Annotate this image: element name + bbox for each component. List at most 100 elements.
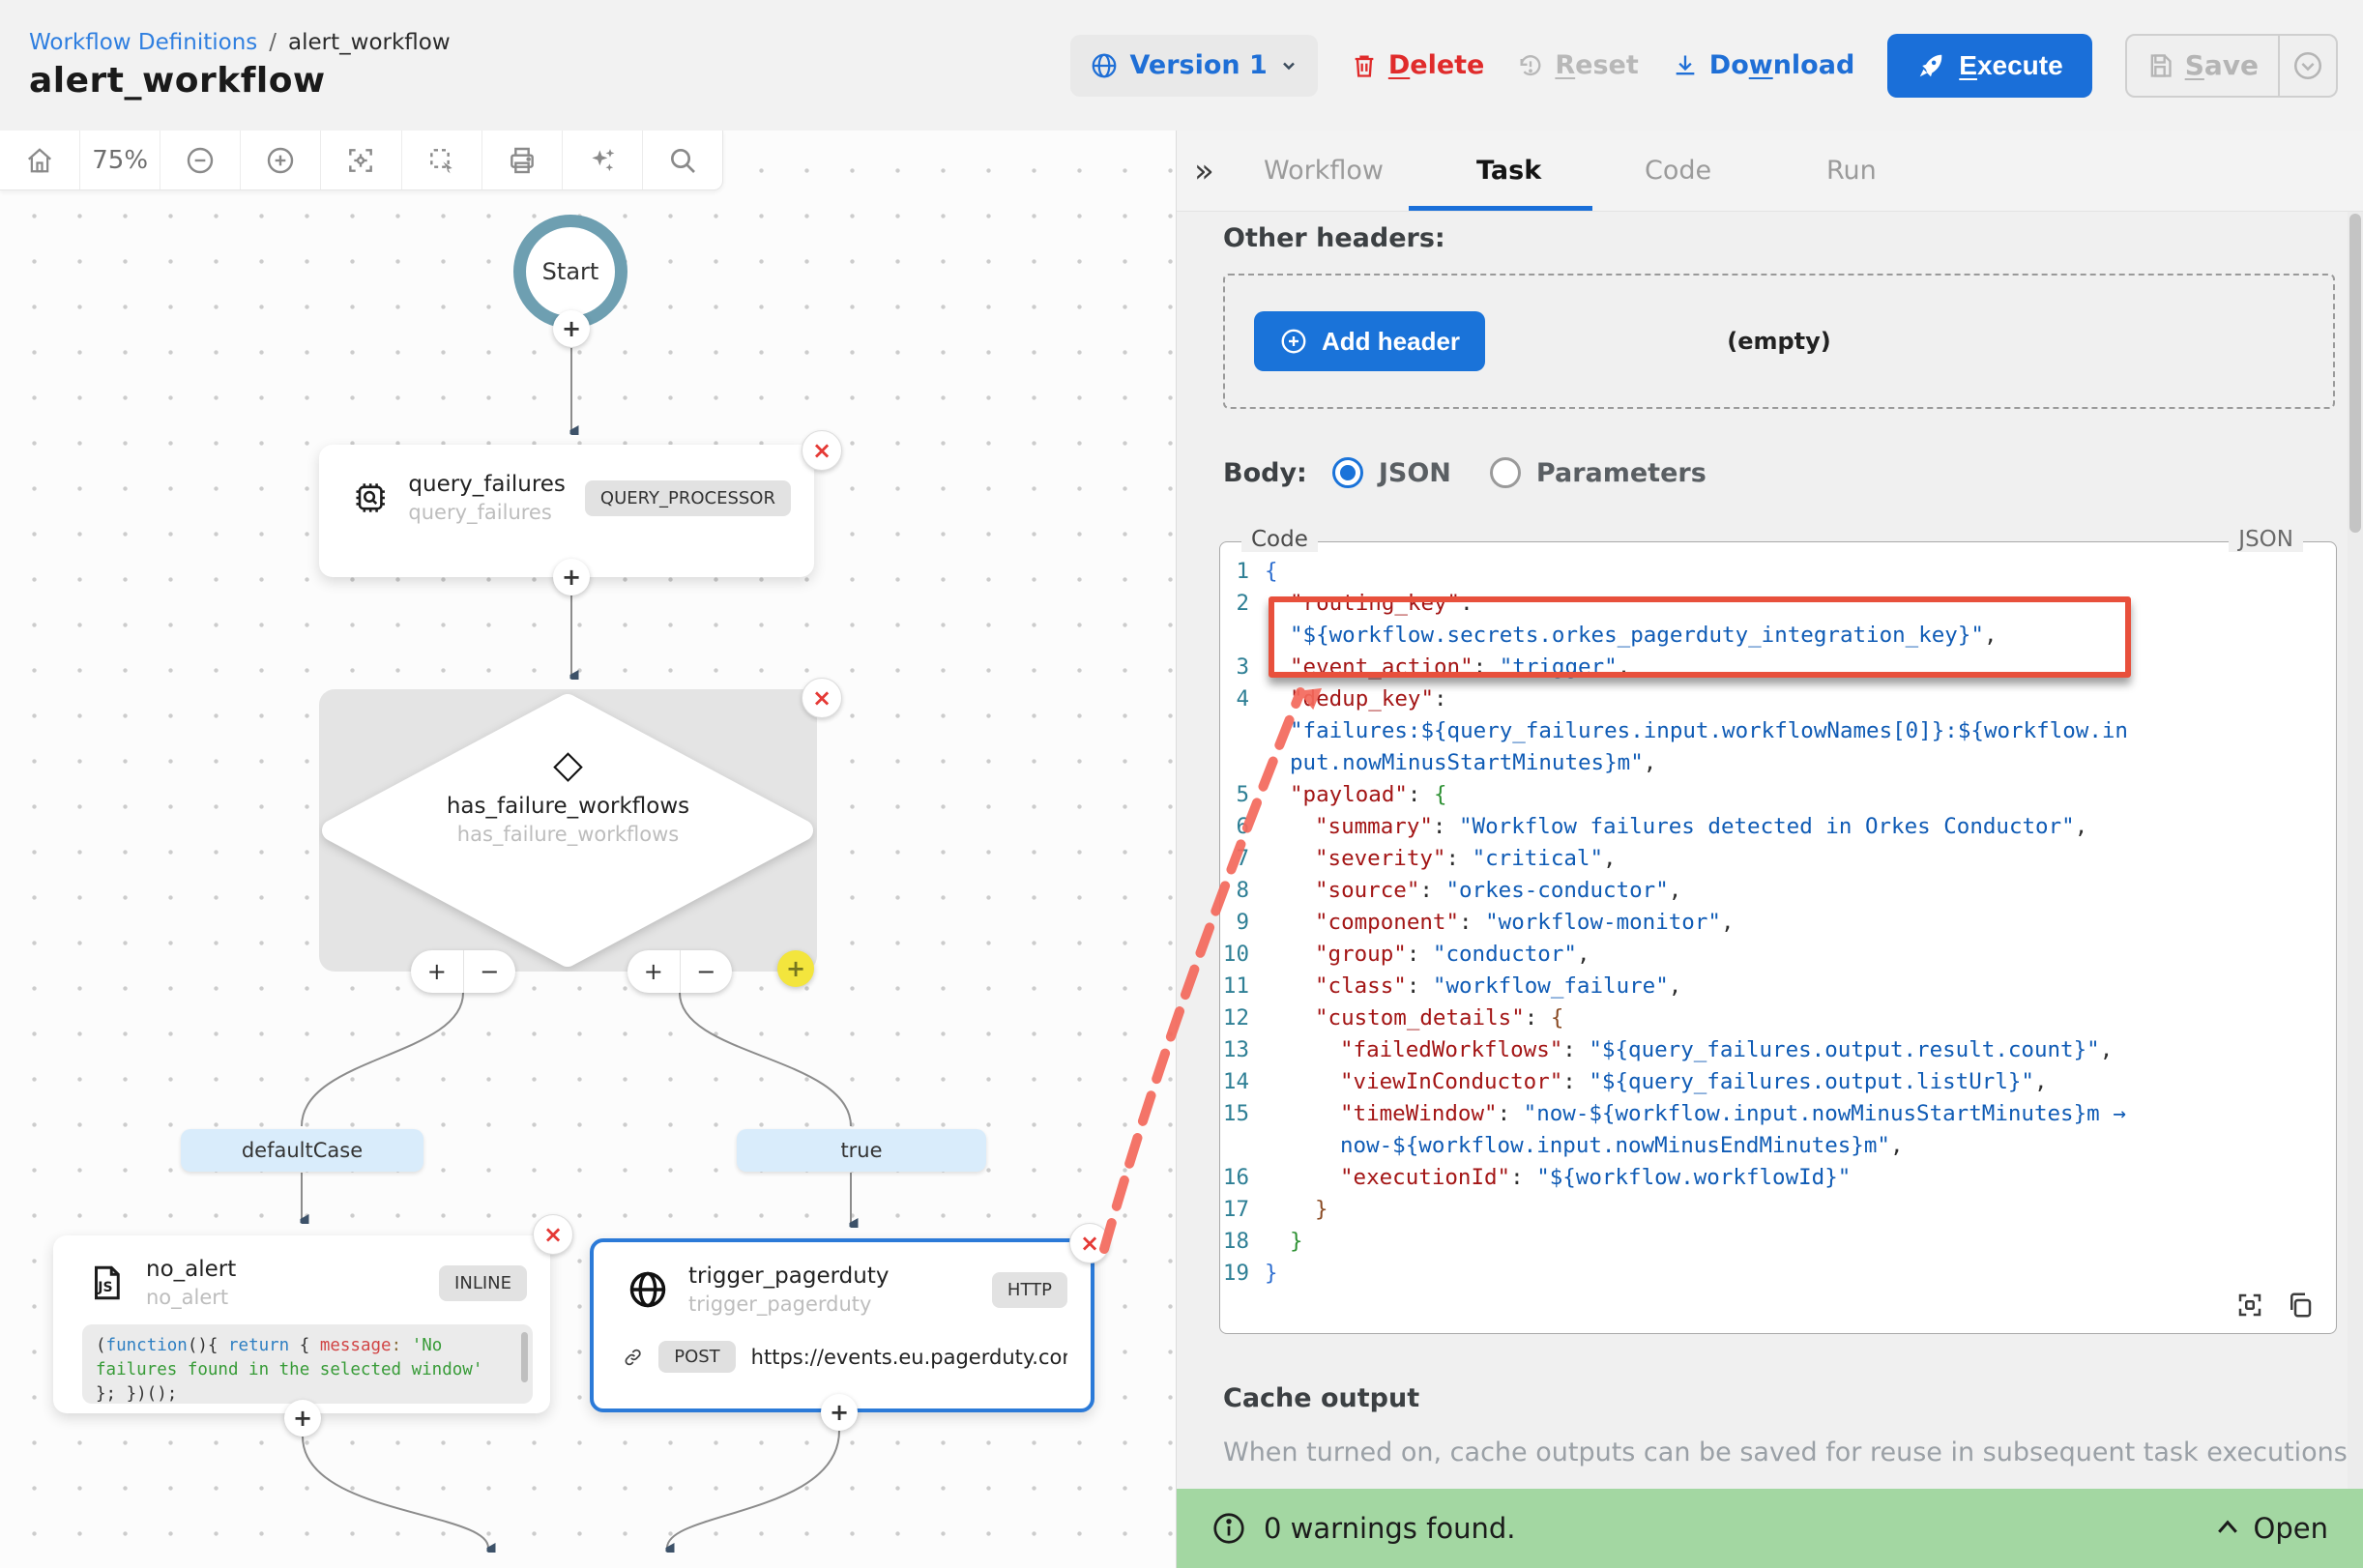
svg-text:JS: JS <box>97 1280 112 1295</box>
zoom-level-indicator[interactable]: 75% <box>80 131 161 189</box>
query-failures-node[interactable]: query_failures query_failures QUERY_PROC… <box>319 445 814 577</box>
add-header-label: Add header <box>1322 326 1461 356</box>
radio-json-label: JSON <box>1378 457 1451 488</box>
save-button[interactable]: Save <box>2127 36 2278 96</box>
download-icon <box>1676 55 1695 74</box>
breadcrumb-link-workflow-definitions[interactable]: Workflow Definitions <box>29 30 258 55</box>
save-label: Save <box>2184 49 2259 81</box>
true-branch-add-remove: + − <box>627 950 732 993</box>
radio-parameters[interactable] <box>1489 457 1521 488</box>
info-icon <box>1213 1513 1244 1544</box>
cache-output-description: When turned on, cache outputs can be sav… <box>1223 1437 2356 1467</box>
chevron-down-icon <box>1282 62 1295 70</box>
expand-editor-icon[interactable] <box>2235 1291 2264 1320</box>
plus-circle-icon <box>1281 329 1306 354</box>
zoom-out-button[interactable] <box>160 131 242 189</box>
add-header-button[interactable]: Add header <box>1254 311 1486 371</box>
body-type-selector: Body: JSON Parameters <box>1223 457 1707 488</box>
zoom-level-label: 75% <box>92 145 149 175</box>
case-label-defaultcase[interactable]: defaultCase <box>181 1129 423 1172</box>
trigger-pagerduty-node[interactable]: trigger_pagerduty trigger_pagerduty HTTP… <box>590 1238 1094 1412</box>
remove-switch-button[interactable]: × <box>802 678 842 718</box>
execute-label: Execute <box>1959 49 2063 80</box>
trigger-pagerduty-subtitle: trigger_pagerduty <box>688 1292 872 1316</box>
delete-button[interactable]: Delete <box>1351 50 1485 80</box>
ai-assist-button[interactable] <box>563 131 643 189</box>
case-label-true[interactable]: true <box>737 1129 986 1172</box>
radio-json[interactable] <box>1331 457 1363 488</box>
download-label: Download <box>1708 50 1855 80</box>
body-label: Body: <box>1223 457 1307 488</box>
canvas-toolbar: 75% <box>0 131 723 190</box>
remove-trigger-pagerduty-button[interactable]: × <box>1069 1223 1110 1263</box>
select-area-icon <box>429 148 452 173</box>
add-switch-case-button[interactable]: + <box>777 950 814 987</box>
remove-no-alert-button[interactable]: × <box>533 1214 573 1255</box>
chevron-down-circle-icon <box>2293 51 2322 79</box>
http-globe-icon <box>629 1271 666 1308</box>
headers-empty-area: Add header (empty) <box>1223 274 2335 409</box>
cache-output-title: Cache output <box>1223 1383 1420 1413</box>
version-selector[interactable]: Version 1 <box>1069 34 1318 97</box>
tab-run[interactable]: Run <box>1826 156 1877 186</box>
no-alert-type-badge: INLINE <box>439 1264 527 1301</box>
fit-view-button[interactable] <box>321 131 402 189</box>
save-options-button[interactable] <box>2280 36 2336 96</box>
add-task-after-query-failures-button[interactable]: + <box>553 559 590 595</box>
active-tab-indicator <box>1409 206 1592 211</box>
warnings-banner[interactable]: 0 warnings found. Open <box>1177 1489 2363 1568</box>
rocket-icon <box>1920 54 1942 76</box>
code-legend: Code <box>1241 527 1318 552</box>
app-header: Workflow Definitions / alert_workflow al… <box>0 0 2363 131</box>
query-failures-type-badge: QUERY_PROCESSOR <box>584 479 791 516</box>
add-branch-task-button[interactable]: + <box>411 950 464 993</box>
switch-title: has_failure_workflows <box>446 794 690 819</box>
add-task-after-trigger-button[interactable]: + <box>821 1394 858 1431</box>
json-code-content[interactable]: 1{2"routing_key":"${workflow.secrets.ork… <box>1222 559 2128 1286</box>
trigger-pagerduty-type-badge: HTTP <box>991 1271 1067 1308</box>
no-alert-node[interactable]: JS no_alert no_alert INLINE (function(){… <box>53 1235 550 1413</box>
task-config-panel: » Workflow Task Code Run Other headers: … <box>1176 131 2363 1568</box>
tab-code[interactable]: Code <box>1645 156 1712 186</box>
download-button[interactable]: Download <box>1672 50 1855 80</box>
switch-node-container[interactable]: ◇ has_failure_workflows has_failure_work… <box>319 689 817 972</box>
delete-label: Delete <box>1387 50 1485 80</box>
breadcrumb-separator: / <box>269 30 277 55</box>
panel-tabbar: » Workflow Task Code Run <box>1177 131 2363 212</box>
no-alert-title: no_alert <box>146 1257 237 1282</box>
search-button[interactable] <box>643 131 722 189</box>
http-method-badge: POST <box>658 1341 736 1373</box>
collapse-panel-icon[interactable]: » <box>1194 152 1214 190</box>
version-label: Version 1 <box>1129 50 1268 80</box>
add-task-after-no-alert-button[interactable]: + <box>284 1400 321 1437</box>
select-area-button[interactable] <box>402 131 482 189</box>
warnings-count-text: 0 warnings found. <box>1264 1512 1516 1545</box>
workflow-canvas[interactable]: 75% Start + query_failu <box>0 131 1176 1568</box>
panel-scrollbar[interactable] <box>2348 212 2363 1489</box>
remove-branch-task-button[interactable]: − <box>696 958 716 985</box>
add-branch-task-button[interactable]: + <box>627 950 681 993</box>
remove-branch-task-button[interactable]: − <box>480 958 500 985</box>
remove-query-failures-button[interactable]: × <box>802 430 842 471</box>
reset-button[interactable]: Reset <box>1517 50 1639 80</box>
print-button[interactable] <box>482 131 563 189</box>
execute-button[interactable]: Execute <box>1887 33 2092 98</box>
tab-task[interactable]: Task <box>1476 156 1542 186</box>
print-icon <box>510 147 534 173</box>
switch-subtitle: has_failure_workflows <box>456 823 680 846</box>
panel-scrollbar-thumb[interactable] <box>2349 214 2361 533</box>
body-json-editor[interactable]: Code JSON 1{2"routing_key":"${workflow.s… <box>1219 527 2337 1334</box>
globe-icon <box>1092 53 1116 77</box>
copy-code-icon[interactable] <box>2286 1291 2315 1320</box>
tab-workflow[interactable]: Workflow <box>1264 156 1384 186</box>
search-icon <box>670 148 695 173</box>
page-title: alert_workflow <box>29 61 326 101</box>
add-task-after-start-button[interactable]: + <box>553 310 590 347</box>
inline-code-scrollbar[interactable] <box>521 1332 528 1382</box>
zoom-out-icon <box>188 147 214 173</box>
open-warnings-button[interactable]: Open <box>2213 1512 2328 1545</box>
home-button[interactable] <box>0 131 81 189</box>
home-icon <box>28 147 52 172</box>
defaultcase-label: defaultCase <box>241 1139 364 1162</box>
zoom-in-button[interactable] <box>241 131 322 189</box>
